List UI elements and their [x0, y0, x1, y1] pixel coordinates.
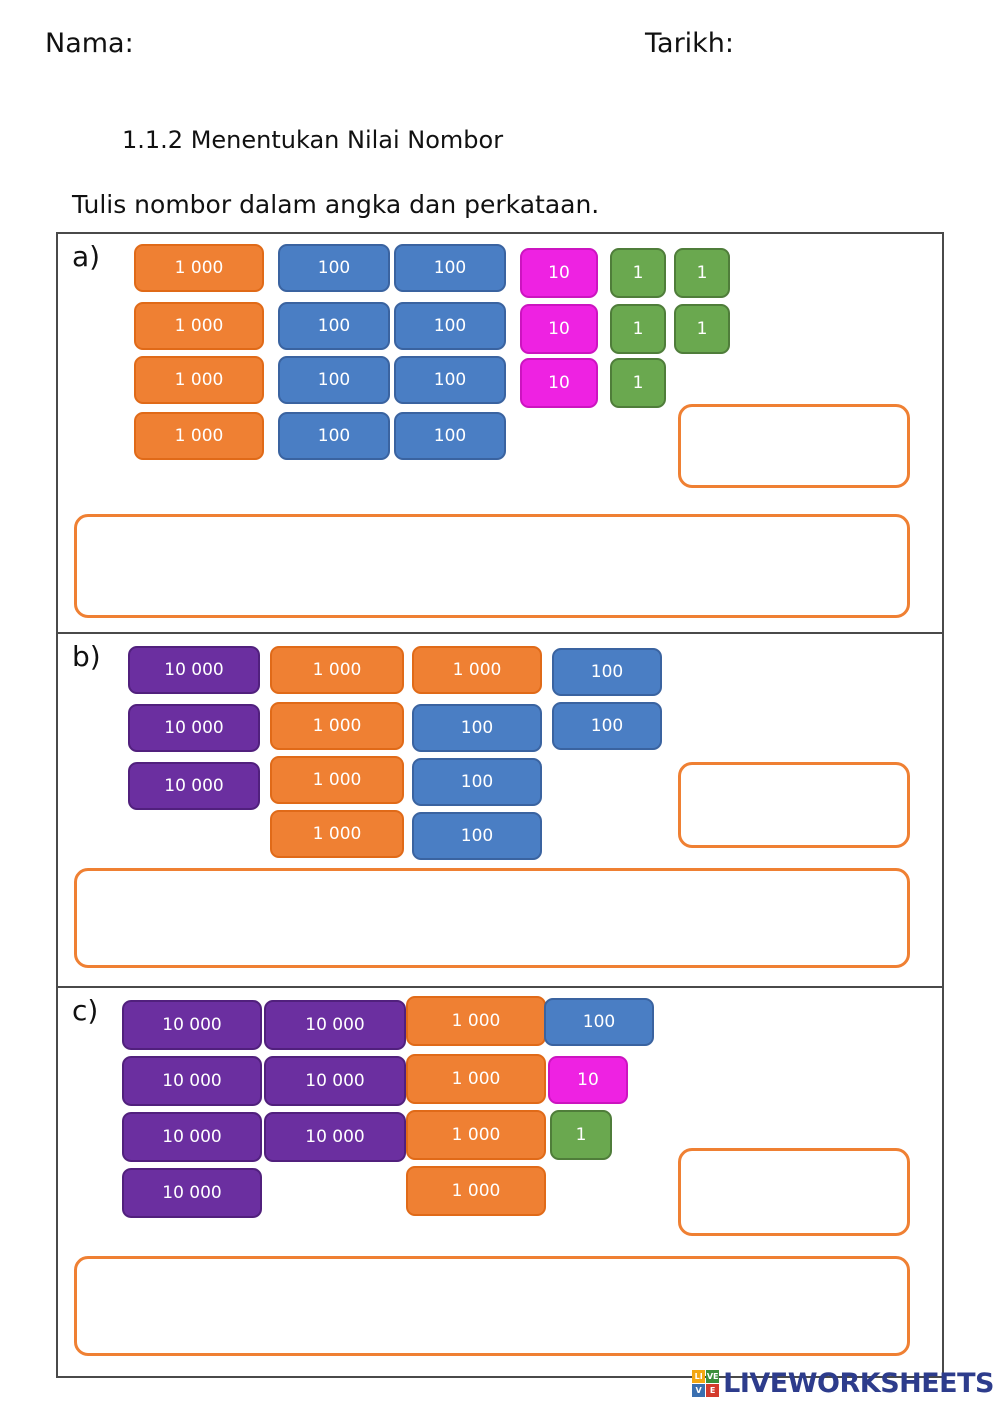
place-value-block: 100 [412, 704, 542, 752]
place-value-block: 10 000 [122, 1112, 262, 1162]
place-value-block: 100 [552, 648, 662, 696]
place-value-block: 1 000 [134, 244, 264, 292]
instruction-text: Tulis nombor dalam angka dan perkataan. [72, 190, 600, 219]
section-letter: b) [72, 640, 101, 673]
place-value-block: 1 000 [270, 702, 404, 750]
place-value-block: 100 [394, 302, 506, 350]
place-value-block: 10 [520, 248, 598, 298]
date-label: Tarikh: [645, 28, 735, 59]
place-value-block: 1 000 [406, 1110, 546, 1160]
section-letter: c) [72, 994, 99, 1027]
place-value-block: 100 [278, 244, 390, 292]
place-value-block: 1 000 [134, 356, 264, 404]
place-value-block: 100 [552, 702, 662, 750]
place-value-block: 100 [278, 412, 390, 460]
place-value-block: 1 000 [412, 646, 542, 694]
lw-brand-text: LIVEWORKSHEETS [723, 1368, 994, 1399]
answer-box-words[interactable] [74, 1256, 910, 1356]
lw-mark-l: LI [692, 1370, 706, 1383]
name-label: Nama: [45, 28, 134, 59]
place-value-block: 10 [548, 1056, 628, 1104]
place-value-block: 100 [412, 812, 542, 860]
place-value-block: 1 000 [134, 412, 264, 460]
place-value-block: 10 [520, 358, 598, 408]
place-value-block: 100 [394, 244, 506, 292]
place-value-block: 100 [412, 758, 542, 806]
answer-box-numeral[interactable] [678, 404, 910, 488]
place-value-block: 10 000 [264, 1112, 406, 1162]
place-value-block: 1 000 [134, 302, 264, 350]
place-value-block: 1 [610, 304, 666, 354]
place-value-block: 10 000 [264, 1056, 406, 1106]
place-value-block: 1 000 [406, 996, 546, 1046]
place-value-block: 100 [278, 302, 390, 350]
answer-box-numeral[interactable] [678, 762, 910, 848]
lw-square-mark: LI VE V E [692, 1370, 720, 1397]
place-value-block: 10 000 [122, 1000, 262, 1050]
place-value-block: 1 [550, 1110, 612, 1160]
place-value-block: 10 000 [122, 1168, 262, 1218]
place-value-block: 1 000 [406, 1166, 546, 1216]
place-value-block: 10 000 [122, 1056, 262, 1106]
page-header: Nama: Tarikh: [0, 28, 1000, 78]
lw-mark-i: VE [706, 1370, 720, 1383]
place-value-block: 10 [520, 304, 598, 354]
place-value-block: 10 000 [128, 704, 260, 752]
place-value-block: 1 [610, 248, 666, 298]
place-value-block: 10 000 [128, 762, 260, 810]
liveworksheets-logo: LI VE V E LIVEWORKSHEETS [692, 1368, 994, 1399]
place-value-block: 10 000 [264, 1000, 406, 1050]
place-value-block: 100 [544, 998, 654, 1046]
answer-box-words[interactable] [74, 514, 910, 618]
place-value-block: 1 [610, 358, 666, 408]
place-value-block: 10 000 [128, 646, 260, 694]
lw-mark-v: V [692, 1384, 706, 1397]
place-value-block: 1 [674, 304, 730, 354]
place-value-block: 1 000 [270, 756, 404, 804]
lw-mark-e: E [706, 1384, 720, 1397]
answer-box-numeral[interactable] [678, 1148, 910, 1236]
place-value-block: 1 000 [270, 810, 404, 858]
place-value-block: 100 [394, 412, 506, 460]
lesson-subtitle: 1.1.2 Menentukan Nilai Nombor [122, 126, 504, 154]
place-value-block: 1 000 [406, 1054, 546, 1104]
place-value-block: 1 [674, 248, 730, 298]
place-value-block: 1 000 [270, 646, 404, 694]
answer-box-words[interactable] [74, 868, 910, 968]
place-value-block: 100 [278, 356, 390, 404]
place-value-block: 100 [394, 356, 506, 404]
section-letter: a) [72, 240, 101, 273]
